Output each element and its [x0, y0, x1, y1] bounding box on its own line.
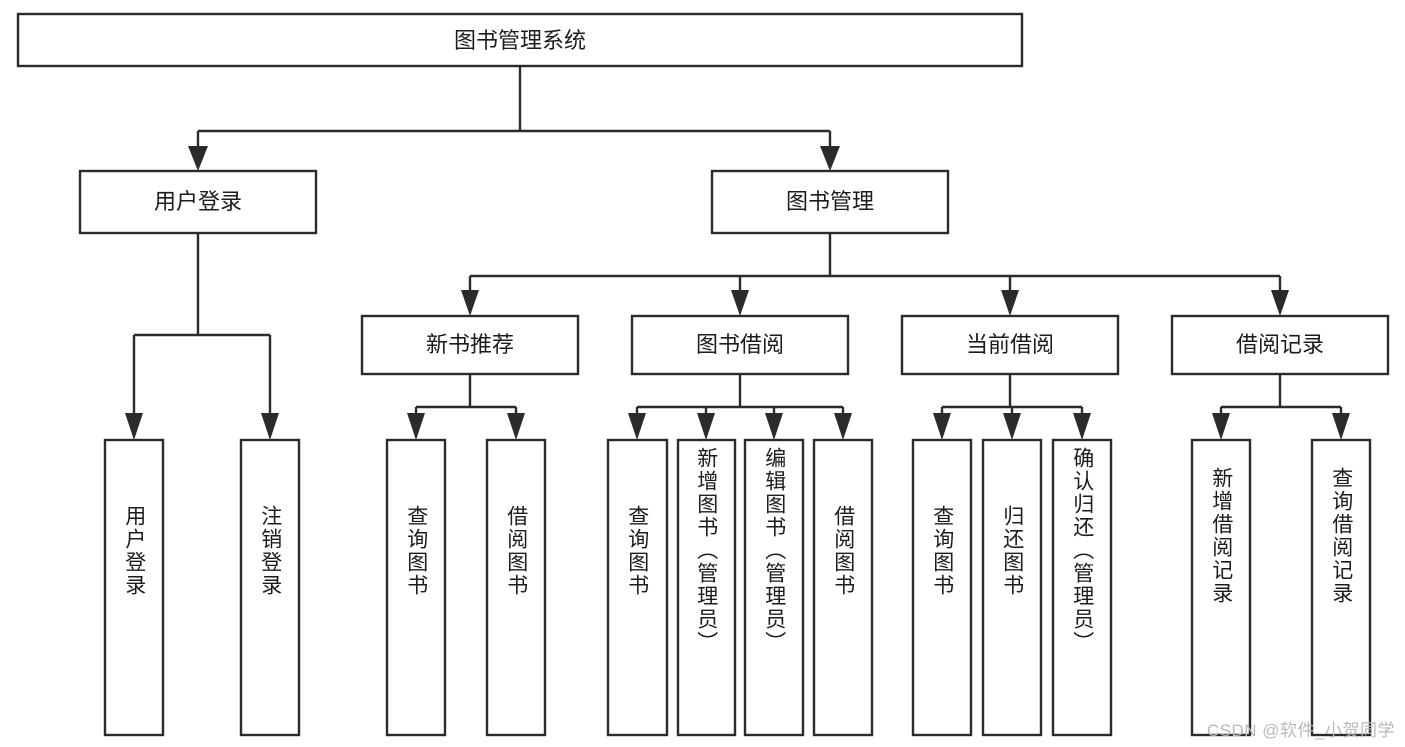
leaf-box-add-borrow-record[interactable]	[1190, 438, 1252, 737]
arrow-head-leaf-logout	[261, 413, 279, 440]
node-label-user-login: 用户登录	[154, 189, 242, 214]
leaf-box-add-book-admin[interactable]	[676, 438, 737, 737]
connector-group-new-book-recommend	[407, 374, 525, 440]
arrow-head-leaf-query-borrow-record	[1332, 413, 1350, 440]
node-label-borrow-record: 借阅记录	[1236, 332, 1324, 357]
node-label-root: 图书管理系统	[454, 28, 586, 53]
arrow-head-book-borrow	[731, 290, 749, 316]
leaf-box-confirm-return-admin[interactable]	[1051, 438, 1113, 737]
leaf-box-borrow-book[interactable]	[812, 438, 874, 737]
leaf-box-logout[interactable]	[239, 438, 301, 737]
leaf-box-query-book-recommend[interactable]	[385, 438, 447, 737]
arrow-head-leaf-borrow-book-recommend	[507, 413, 525, 440]
node-label-current-borrow: 当前借阅	[966, 332, 1054, 357]
arrow-head-leaf-query-book-current	[933, 413, 951, 440]
leaf-box-query-book-current[interactable]	[911, 438, 973, 737]
connector-group-current-borrow	[933, 374, 1091, 440]
arrow-head-leaf-confirm-return-admin	[1073, 413, 1091, 440]
leaf-box-query-book-borrow[interactable]	[606, 438, 669, 737]
arrow-head-leaf-edit-book-admin	[765, 413, 783, 440]
node-box-current-borrow[interactable]	[900, 314, 1120, 376]
node-box-root[interactable]	[16, 12, 1024, 68]
arrow-head-user-login	[188, 146, 208, 171]
arrow-head-leaf-query-book-recommend	[407, 413, 425, 440]
connector-group-borrow-record	[1212, 374, 1350, 440]
arrow-head-leaf-add-book-admin	[697, 413, 715, 440]
arrow-head-borrow-record	[1271, 290, 1289, 316]
node-box-user-login[interactable]	[78, 169, 318, 235]
node-box-borrow-record[interactable]	[1170, 314, 1390, 376]
leaf-box-return-book[interactable]	[981, 438, 1043, 737]
arrow-head-leaf-return-book	[1003, 413, 1021, 440]
connector-group-root	[188, 66, 840, 171]
node-box-book-borrow[interactable]	[630, 314, 850, 376]
leaf-box-query-borrow-record[interactable]	[1310, 438, 1372, 737]
arrow-head-leaf-borrow-book	[834, 413, 852, 440]
node-box-book-management[interactable]	[710, 169, 950, 235]
node-box-new-book-recommend[interactable]	[360, 314, 580, 376]
arrow-head-current-borrow	[1001, 290, 1019, 316]
connector-group-user-login	[125, 233, 279, 440]
arrow-head-leaf-user-login	[125, 413, 143, 440]
watermark-label: CSDN @软件_小贺同学	[1206, 721, 1395, 740]
node-label-new-book-recommend: 新书推荐	[426, 332, 514, 357]
connector-group-book-management	[461, 233, 1289, 316]
node-label-book-management: 图书管理	[786, 189, 874, 214]
arrow-head-leaf-query-book-borrow	[628, 413, 646, 440]
leaf-box-borrow-book-recommend[interactable]	[485, 438, 547, 737]
leaf-box-edit-book-admin[interactable]	[743, 438, 805, 737]
arrow-head-new-book-recommend	[461, 290, 479, 316]
connector-group-book-borrow	[628, 374, 852, 440]
arrow-head-leaf-add-borrow-record	[1212, 413, 1230, 440]
arrow-head-book-management	[820, 146, 840, 171]
leaf-box-user-login[interactable]	[103, 438, 165, 737]
node-label-book-borrow: 图书借阅	[696, 332, 784, 357]
